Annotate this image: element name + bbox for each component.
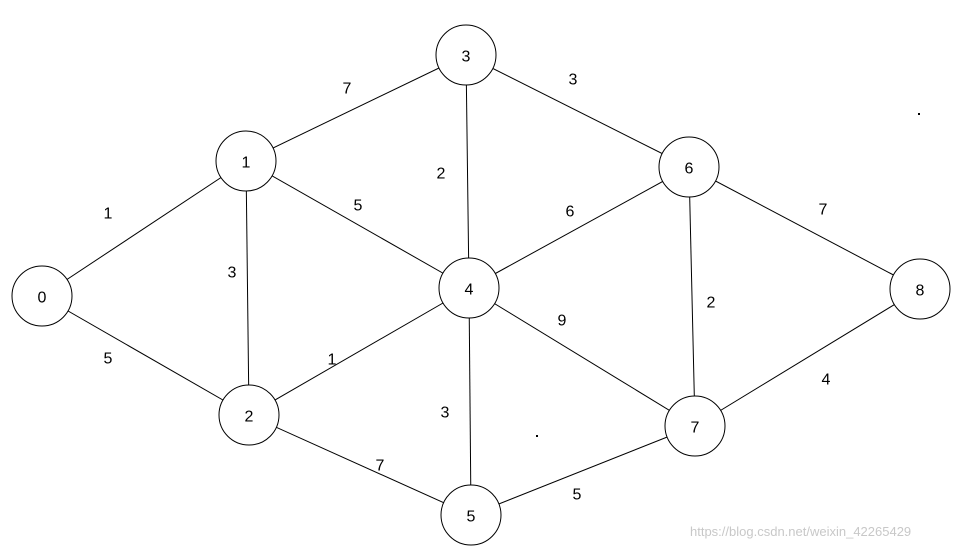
edge-weight-n6-n7: 2 — [707, 295, 716, 312]
edge-weight-n3-n4: 2 — [437, 166, 446, 183]
node-label-8: 8 — [916, 283, 925, 300]
node-label-4: 4 — [465, 282, 474, 299]
node-circle-3 — [435, 24, 497, 86]
node-circle-2 — [218, 384, 280, 446]
edge-weight-n2-n4: 1 — [328, 352, 337, 369]
edge-n0-n2 — [41, 295, 250, 416]
nodes-layer: 0 1 2 3 4 5 6 7 8 — [11, 24, 951, 546]
edge-weight-n2-n5: 7 — [376, 458, 385, 475]
edge-weight-n1-n4: 5 — [354, 198, 363, 215]
node-label-0: 0 — [38, 290, 47, 307]
node-circle-5 — [440, 484, 502, 546]
edge-n4-n5 — [468, 287, 472, 516]
edge-n3-n6 — [465, 54, 690, 168]
node-label-1: 1 — [242, 155, 251, 172]
edge-weight-n4-n7: 9 — [558, 313, 567, 330]
edge-n3-n4 — [465, 54, 470, 289]
node-circle-0 — [11, 265, 73, 327]
node-label-2: 2 — [245, 409, 254, 426]
node-6: 6 — [658, 136, 720, 198]
node-5: 5 — [440, 484, 502, 546]
edge-n0-n1 — [41, 160, 247, 297]
edges-layer — [41, 54, 921, 516]
edge-n2-n5 — [248, 414, 472, 516]
edge-weight-n6-n8: 7 — [819, 202, 828, 219]
stray-dot-mark — [536, 435, 538, 437]
node-label-3: 3 — [462, 49, 471, 66]
edge-weight-n0-n1: 1 — [104, 206, 113, 223]
edge-weights-layer: 1 5 3 7 5 1 7 2 3 3 6 9 5 2 7 4 — [104, 72, 831, 504]
node-circle-8 — [889, 258, 951, 320]
node-8: 8 — [889, 258, 951, 320]
edge-n6-n7 — [688, 166, 696, 427]
node-circle-1 — [215, 130, 277, 192]
edge-weight-n1-n3: 7 — [343, 81, 352, 98]
edge-n1-n4 — [245, 160, 470, 289]
node-circle-4 — [438, 257, 500, 319]
node-2: 2 — [218, 384, 280, 446]
edge-weight-n4-n6: 6 — [566, 204, 575, 221]
node-4: 4 — [438, 257, 500, 319]
edge-n4-n6 — [468, 166, 690, 289]
edge-n7-n8 — [694, 288, 921, 427]
node-7: 7 — [664, 395, 726, 457]
edge-n1-n3 — [245, 54, 467, 162]
node-circle-6 — [658, 136, 720, 198]
node-1: 1 — [215, 130, 277, 192]
stray-dot-mark — [918, 113, 920, 115]
edge-n5-n7 — [470, 425, 696, 516]
edge-weight-n3-n6: 3 — [569, 72, 578, 89]
edge-n4-n7 — [468, 287, 696, 427]
edge-weight-n7-n8: 4 — [822, 372, 831, 389]
edge-weight-n1-n2: 3 — [228, 265, 237, 282]
node-label-5: 5 — [467, 509, 476, 526]
edge-weight-n5-n7: 5 — [573, 487, 582, 504]
node-0: 0 — [11, 265, 73, 327]
node-label-7: 7 — [691, 420, 700, 437]
node-circle-7 — [664, 395, 726, 457]
edge-n1-n2 — [245, 160, 250, 416]
watermark-text: https://blog.csdn.net/weixin_42265429 — [690, 524, 912, 539]
node-label-6: 6 — [685, 161, 694, 178]
edge-weight-n0-n2: 5 — [104, 351, 113, 368]
node-3: 3 — [435, 24, 497, 86]
edge-weight-n4-n5: 3 — [441, 405, 450, 422]
edge-n2-n4 — [248, 287, 470, 416]
edge-n6-n8 — [688, 166, 921, 290]
